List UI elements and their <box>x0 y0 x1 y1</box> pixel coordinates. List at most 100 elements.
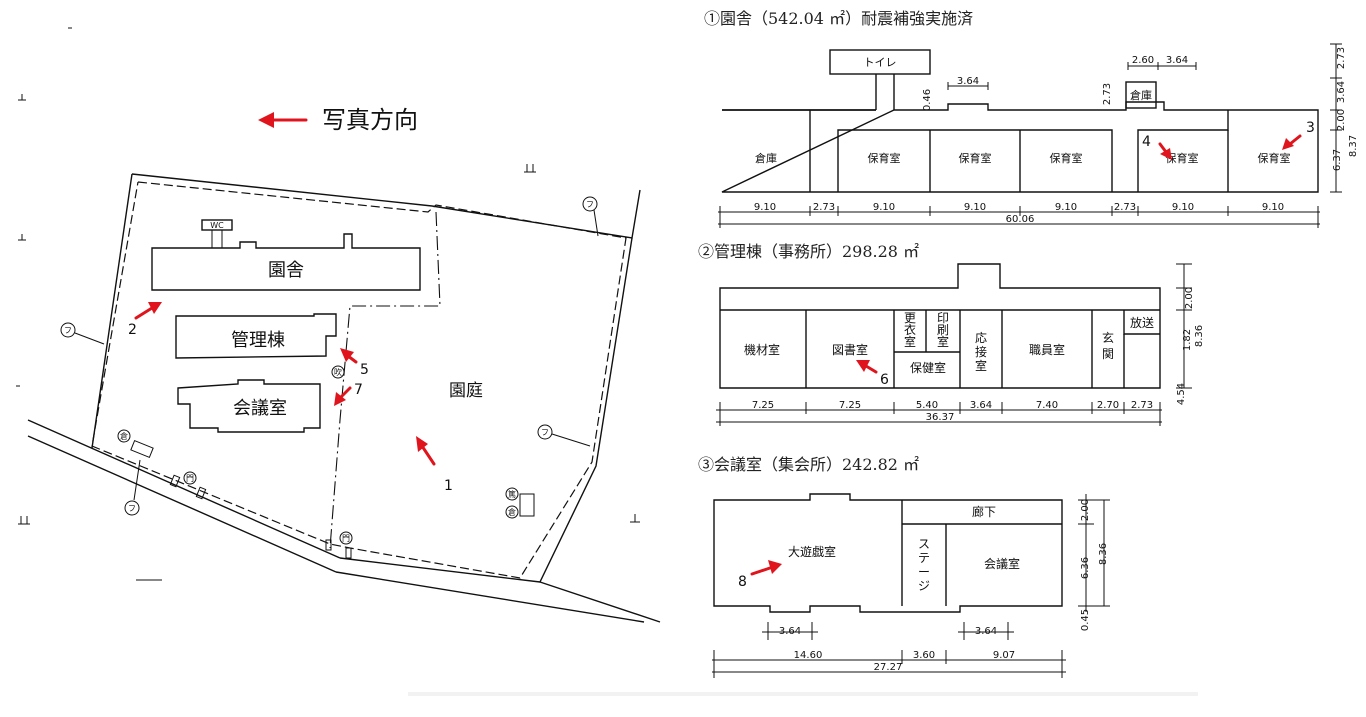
svg-text:2.00: 2.00 <box>1080 499 1091 521</box>
svg-text:トイレ: トイレ <box>864 56 897 69</box>
room-daiyugi: 大遊戯室 <box>788 544 836 559</box>
svg-text:刷: 刷 <box>937 323 949 337</box>
plan2-right-dims: 2.00 1.82 8.36 4.54 <box>1176 263 1205 405</box>
photo-2-label: 2 <box>128 322 137 338</box>
svg-text:2.70: 2.70 <box>1097 400 1119 411</box>
svg-text:関: 関 <box>1102 347 1114 361</box>
room-souko: 倉庫 <box>755 151 777 165</box>
photo-5-label: 5 <box>360 362 369 378</box>
plan1-top-dims: 3.64 2.60 3.64 0.46 2.73 <box>922 55 1197 111</box>
svg-text:倉庫: 倉庫 <box>1130 88 1152 102</box>
plan2-bottom-dims: 7.25 7.25 5.40 3.64 7.40 2.70 2.73 36.37 <box>716 400 1162 426</box>
photo-7-label: 7 <box>354 382 363 398</box>
building-kaigi-label: 会議室 <box>233 398 287 419</box>
photo-8-label: 8 <box>738 574 747 590</box>
room-kaigi: 会議室 <box>984 556 1020 571</box>
svg-text:8.37: 8.37 <box>1348 135 1359 157</box>
room-hoken: 保健室 <box>910 360 946 375</box>
site-boundary-inner <box>91 181 627 579</box>
svg-text:9.10: 9.10 <box>964 202 986 213</box>
svg-text:2.60: 2.60 <box>1132 55 1154 66</box>
svg-text:門: 門 <box>342 534 350 543</box>
svg-text:3.64: 3.64 <box>957 76 979 87</box>
svg-text:2.73: 2.73 <box>813 202 835 213</box>
svg-text:9.10: 9.10 <box>754 202 776 213</box>
svg-text:3.64: 3.64 <box>1166 55 1188 66</box>
garden-fence <box>329 211 441 549</box>
svg-text:衣: 衣 <box>904 322 916 337</box>
svg-text:2.00: 2.00 <box>1336 109 1347 131</box>
svg-text:9.07: 9.07 <box>993 650 1015 661</box>
svg-text:吹: 吹 <box>334 367 342 377</box>
room-kizai: 機材室 <box>744 342 780 357</box>
plan3-bottom-dims: 14.60 3.60 9.07 27.27 <box>712 650 1066 678</box>
room-housou: 放送 <box>1130 315 1154 330</box>
wc-block <box>201 219 233 231</box>
plan3-title: ③会議室（集会所）242.82 ㎡ <box>698 455 919 474</box>
svg-text:3.60: 3.60 <box>913 650 935 661</box>
svg-text:2.73: 2.73 <box>1131 400 1153 411</box>
wc-label: WC <box>210 221 224 230</box>
svg-text:3.64: 3.64 <box>970 400 992 411</box>
svg-text:9.10: 9.10 <box>1262 202 1284 213</box>
svg-text:室: 室 <box>975 358 987 373</box>
svg-text:8.36: 8.36 <box>1098 543 1109 565</box>
kaigi-outline <box>713 493 1063 613</box>
svg-text:保育室: 保育室 <box>1166 151 1199 165</box>
svg-text:2.00: 2.00 <box>1184 287 1195 309</box>
margin-ticks <box>16 27 640 581</box>
plan1-bottom-dims: 9.10 2.73 9.10 9.10 9.10 2.73 9.10 9.10 … <box>718 202 1320 228</box>
photo-4-label: 4 <box>1142 134 1151 150</box>
svg-text:門: 門 <box>186 474 194 483</box>
svg-text:2.73: 2.73 <box>1336 47 1347 69</box>
svg-text:保育室: 保育室 <box>1258 151 1291 165</box>
garden-label: 園庭 <box>449 381 483 401</box>
svg-text:7.25: 7.25 <box>839 400 861 411</box>
svg-text:室: 室 <box>937 334 949 349</box>
building-kanri: 管理棟 <box>175 313 337 359</box>
svg-text:ジ: ジ <box>918 579 930 593</box>
svg-text:0.45: 0.45 <box>1080 609 1091 631</box>
svg-text:テ: テ <box>918 551 930 565</box>
site-symbols: フ フ フ フ 倉 門 門 吹 篤 倉 <box>60 196 599 559</box>
svg-text:6.37: 6.37 <box>1332 149 1343 171</box>
toilet-room <box>829 49 931 75</box>
building-kanri-label: 管理棟 <box>231 330 285 351</box>
svg-text:14.60: 14.60 <box>794 650 823 661</box>
svg-text:フ: フ <box>64 326 72 335</box>
svg-text:5.40: 5.40 <box>916 400 938 411</box>
svg-text:フ: フ <box>586 200 594 209</box>
floor-plan-kaigi: ③会議室（集会所）242.82 ㎡ 大遊戯室 廊下 ス テ ー ジ 会議室 3.… <box>698 455 1110 678</box>
svg-text:6.36: 6.36 <box>1080 557 1091 579</box>
building-kaigi: 会議室 <box>177 379 321 433</box>
road <box>27 419 645 623</box>
svg-text:0.46: 0.46 <box>922 89 933 111</box>
photo-direction-legend: 写真方向 <box>258 106 418 134</box>
photo-3-label: 3 <box>1306 120 1315 136</box>
svg-text:室: 室 <box>904 334 916 349</box>
svg-text:ー: ー <box>918 565 930 579</box>
svg-text:倉: 倉 <box>120 431 128 441</box>
building-ensha: WC 園舎 <box>151 219 421 291</box>
svg-text:保育室: 保育室 <box>868 151 901 165</box>
svg-text:4.54: 4.54 <box>1176 383 1187 405</box>
svg-text:保育室: 保育室 <box>959 151 992 165</box>
legend-label: 写真方向 <box>322 106 418 134</box>
site-plan: 写真方向 WC 園舎 管理棟 <box>16 27 661 623</box>
svg-text:倉: 倉 <box>508 507 516 517</box>
svg-text:2.73: 2.73 <box>1114 202 1136 213</box>
plan2-total: 36.37 <box>926 412 955 423</box>
svg-text:8.36: 8.36 <box>1194 325 1205 347</box>
svg-text:ス: ス <box>918 537 930 551</box>
svg-text:9.10: 9.10 <box>1055 202 1077 213</box>
svg-text:9.10: 9.10 <box>1172 202 1194 213</box>
room-tosho: 図書室 <box>832 342 868 357</box>
site-photo-arrows: 2 5 7 1 <box>128 302 453 494</box>
plan2-title: ②管理棟（事務所）298.28 ㎡ <box>698 242 919 261</box>
plan3-small-dims: 3.64 3.64 <box>762 622 1014 640</box>
svg-text:3.64: 3.64 <box>975 626 997 637</box>
svg-text:接: 接 <box>975 344 987 359</box>
plan1-total: 60.06 <box>1006 214 1035 225</box>
svg-text:7.25: 7.25 <box>752 400 774 411</box>
